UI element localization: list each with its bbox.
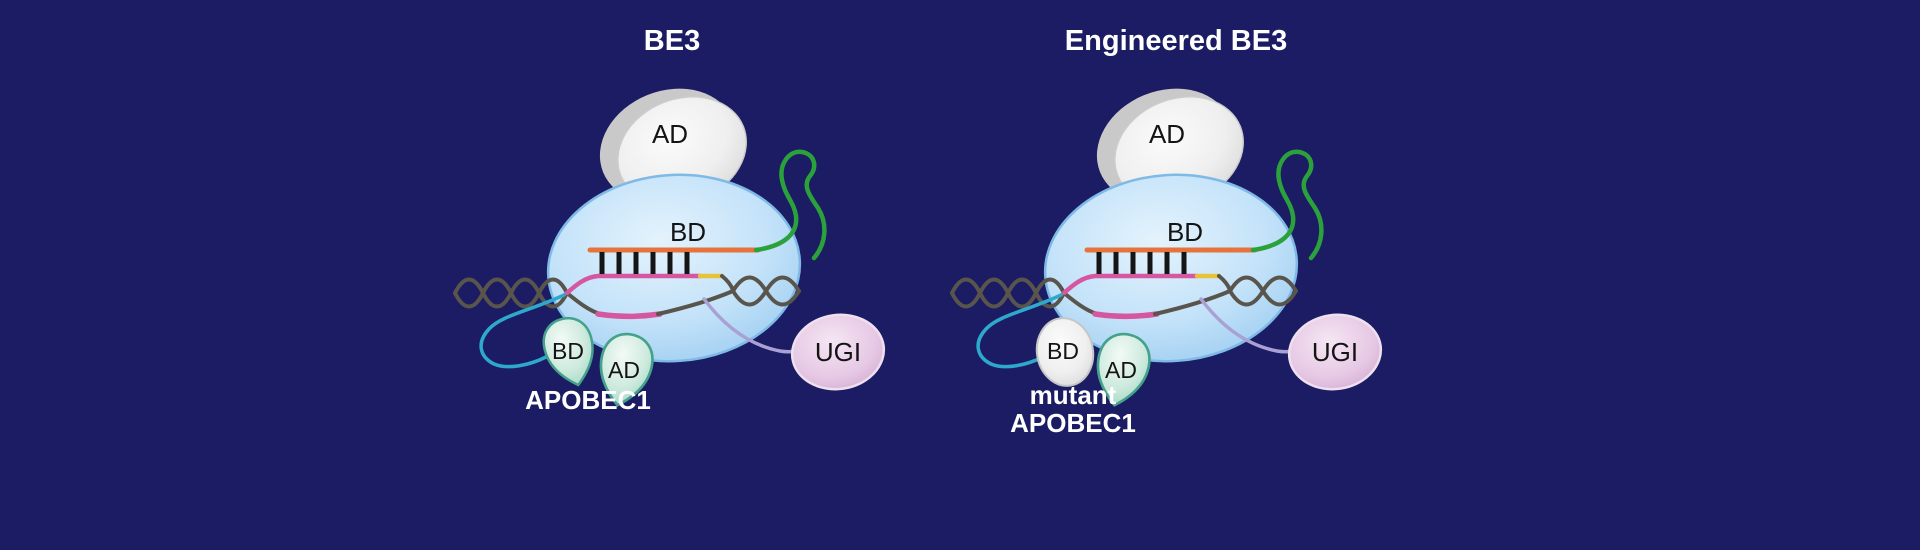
apobec-name-label-line2: APOBEC1 [1010, 408, 1136, 438]
cas9-ad-label: AD [652, 119, 688, 149]
cas9-bd-label: BD [1167, 217, 1203, 247]
mutant-apobec1-bd-blob [1035, 317, 1095, 387]
cas9-ad-label: AD [1149, 119, 1185, 149]
apobec-bd-label: BD [552, 338, 584, 364]
apobec-ad-label: AD [1105, 357, 1137, 383]
panel-engineered-be3: Engineered BE3 AD BD BD AD mutant APOBEC… [952, 25, 1386, 438]
apobec-name-label-line1: mutant [1030, 380, 1117, 410]
apobec-ad-label: AD [608, 357, 640, 383]
apobec-name-label: APOBEC1 [525, 385, 651, 415]
apobec-bd-label: BD [1047, 338, 1079, 364]
panel-title: BE3 [644, 25, 700, 57]
cas9-bd-label: BD [670, 217, 706, 247]
panel-be3: BE3 AD BD BD AD APOBEC1 UGI [455, 25, 889, 415]
ugi-label: UGI [1312, 337, 1358, 367]
ugi-label: UGI [815, 337, 861, 367]
panel-title: Engineered BE3 [1065, 25, 1287, 57]
